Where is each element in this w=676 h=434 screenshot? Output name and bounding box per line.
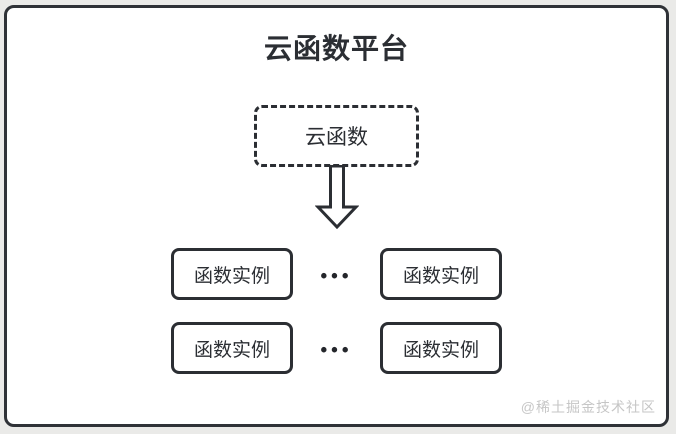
function-instance-node: 函数实例	[171, 322, 293, 374]
function-instance-node: 函数实例	[380, 322, 502, 374]
ellipsis: •••	[320, 339, 353, 361]
cloud-function-label: 云函数	[305, 126, 368, 149]
instance-row-1: 函数实例 ••• 函数实例	[7, 248, 666, 300]
function-instance-node: 函数实例	[380, 248, 502, 300]
diagram-canvas: 云函数平台 云函数 函数实例 ••• 函数实例 函数实例 ••• 函数实例 @稀…	[4, 5, 669, 427]
ellipsis: •••	[320, 265, 353, 287]
function-instance-label: 函数实例	[402, 265, 479, 287]
function-instance-label: 函数实例	[193, 339, 270, 361]
function-instance-label: 函数实例	[193, 265, 270, 287]
instance-row-2: 函数实例 ••• 函数实例	[7, 322, 666, 374]
arrow-container	[7, 165, 666, 229]
function-instance-label: 函数实例	[402, 339, 479, 361]
function-instance-node: 函数实例	[171, 248, 293, 300]
watermark: @稀土掘金技术社区	[520, 399, 656, 415]
down-arrow-icon	[314, 165, 359, 229]
diagram-title: 云函数平台	[263, 33, 409, 64]
cloud-function-node: 云函数	[254, 105, 419, 167]
